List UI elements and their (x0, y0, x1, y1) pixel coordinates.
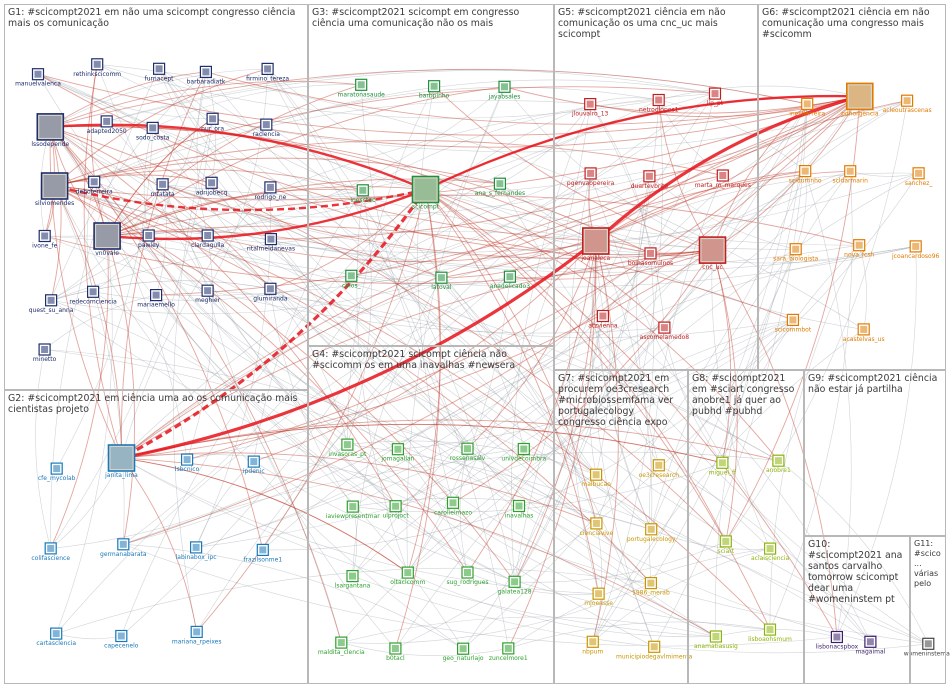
group-box-g8: G8: #scicompt2021 em #sciart congresso a… (688, 370, 804, 684)
group-label-g9: G9: #scicompt2021 ciência não estar já p… (808, 373, 942, 395)
group-box-g1: G1: #scicompt2021 em não uma scicompt co… (4, 4, 308, 390)
group-label-g11: G11: #scico... várias pelo (914, 539, 942, 589)
group-label-g2: G2: #scicompt2021 em ciência uma ao os c… (8, 393, 304, 415)
group-label-g6: G6: #scicompt2021 ciência em não comunic… (762, 7, 942, 40)
group-box-g11: G11: #scico... várias pelo (910, 536, 946, 684)
group-box-g7: G7: #scicompt2021 em procurem oe3cresear… (554, 370, 688, 684)
group-box-g5: G5: #scicompt2021 ciência em não comunic… (554, 4, 758, 370)
group-box-g3: G3: #scicompt2021 scicompt em congresso … (308, 4, 554, 346)
group-box-g6: G6: #scicompt2021 ciência em não comunic… (758, 4, 946, 370)
group-label-g4: G4: #scicompt2021 scicompt ciência não #… (312, 349, 550, 371)
group-box-g2: G2: #scicompt2021 em ciência uma ao os c… (4, 390, 308, 684)
group-label-g3: G3: #scicompt2021 scicompt em congresso … (312, 7, 550, 29)
group-label-g1: G1: #scicompt2021 em não uma scicompt co… (8, 7, 304, 29)
group-box-g10: G10: #scicompt2021 ana santos carvalho t… (804, 536, 910, 684)
group-label-g5: G5: #scicompt2021 ciência em não comunic… (558, 7, 754, 40)
group-box-g4: G4: #scicompt2021 scicompt ciência não #… (308, 346, 554, 684)
group-label-g7: G7: #scicompt2021 em procurem oe3cresear… (558, 373, 684, 428)
group-label-g10: G10: #scicompt2021 ana santos carvalho t… (808, 539, 906, 605)
group-label-g8: G8: #scicompt2021 em #sciart congresso a… (692, 373, 800, 417)
group-box-g9: G9: #scicompt2021 ciência não estar já p… (804, 370, 946, 536)
